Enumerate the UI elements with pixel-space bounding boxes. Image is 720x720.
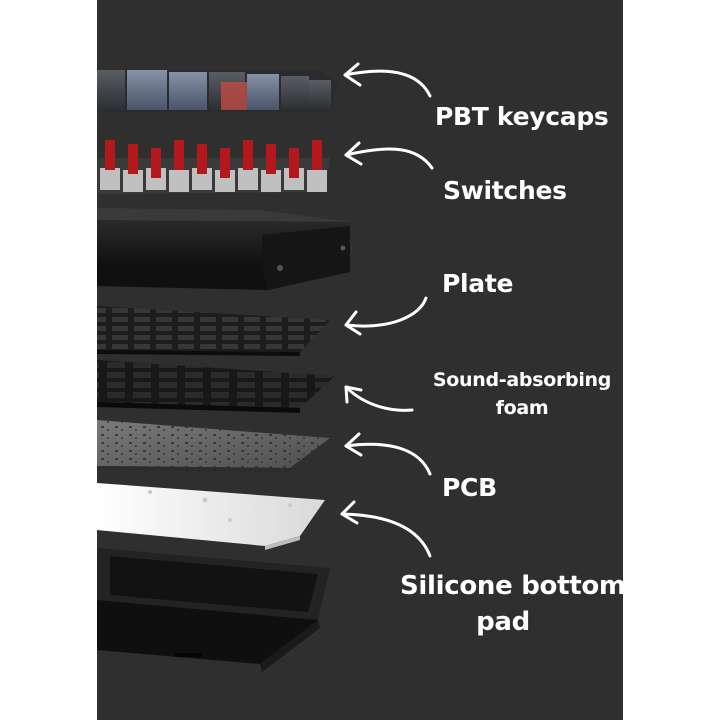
switch — [238, 140, 258, 190]
switch — [307, 140, 327, 192]
switch — [123, 144, 143, 192]
arrow-plate-icon — [344, 296, 428, 336]
switch — [100, 140, 120, 190]
case-frame-layer — [97, 208, 350, 290]
switch — [284, 148, 304, 190]
label-sound-absorbing-foam: Sound-absorbing foam — [416, 366, 628, 422]
switch — [146, 148, 166, 190]
silicone-pad-layer — [97, 483, 325, 550]
arrow-pcb-icon — [344, 432, 432, 476]
switch — [215, 148, 235, 192]
label-pad-line2: pad — [476, 607, 530, 637]
arrow-foam-icon — [344, 385, 414, 412]
switch — [192, 144, 212, 190]
plate-layer — [97, 306, 330, 356]
keycap-row — [97, 70, 331, 110]
label-pbt-keycaps: PBT keycaps — [435, 102, 609, 131]
label-plate: Plate — [442, 269, 514, 298]
label-switches: Switches — [443, 176, 567, 205]
arrow-pad-icon — [340, 500, 432, 558]
pcb-layer — [97, 420, 330, 472]
arrow-switches-icon — [344, 141, 434, 170]
switch — [261, 144, 281, 192]
label-pcb: PCB — [442, 473, 497, 502]
switches-layer — [97, 140, 330, 194]
label-foam-line2: foam — [495, 397, 549, 419]
arrow-keycaps-icon — [343, 62, 432, 98]
label-foam-line1: Sound-absorbing — [432, 369, 612, 391]
keycaps-layer — [97, 70, 338, 112]
bottom-case-layer — [97, 548, 330, 672]
label-pad-line1: Silicone bottom — [400, 571, 626, 601]
label-silicone-bottom-pad: Silicone bottom pad — [400, 568, 626, 640]
switch — [169, 140, 189, 192]
foam-layer — [97, 360, 335, 413]
